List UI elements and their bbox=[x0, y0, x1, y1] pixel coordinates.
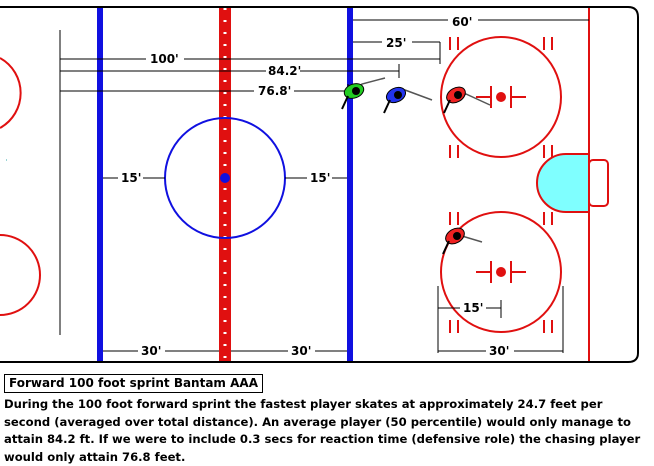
dim-15-faceoff-label: 15' bbox=[463, 301, 483, 315]
player-leg bbox=[341, 95, 349, 110]
faceoff-circle-bottom bbox=[440, 211, 562, 333]
faceoff-dot-bottom bbox=[496, 267, 506, 277]
faceoff-dot-top bbox=[496, 92, 506, 102]
player-leg bbox=[443, 99, 451, 114]
hash-marks-bottom bbox=[449, 212, 553, 333]
rink-boards bbox=[0, 6, 639, 363]
player-helmet bbox=[453, 232, 461, 240]
center-dot bbox=[220, 173, 230, 183]
right-blue-line bbox=[347, 8, 353, 361]
player-leg bbox=[383, 99, 391, 114]
dimension-lines bbox=[59, 19, 589, 353]
red-player-bottom bbox=[442, 227, 483, 255]
player-helmet bbox=[394, 91, 402, 99]
hash-marks-top bbox=[449, 37, 553, 158]
dim-100-label: 100' bbox=[150, 52, 179, 66]
caption-title: Forward 100 foot sprint Bantam AAA bbox=[4, 374, 263, 393]
hockey-rink-diagram: 60' 25' 100' 84.2' 76.8' 15' 15' 15' 30'… bbox=[0, 6, 639, 363]
goal-crease bbox=[536, 153, 590, 213]
blue-player bbox=[383, 86, 433, 114]
dim-30-c-label: 30' bbox=[489, 344, 509, 358]
dim-60-label: 60' bbox=[452, 15, 472, 29]
red-player-top bbox=[443, 86, 491, 114]
green-player bbox=[341, 77, 386, 110]
dim-15-left-label: 15' bbox=[121, 171, 141, 185]
dim-30-b-label: 30' bbox=[291, 344, 311, 358]
left-faceoff-circle-top bbox=[0, 57, 22, 129]
center-red-line bbox=[219, 8, 231, 361]
caption-body: During the 100 foot forward sprint the f… bbox=[4, 397, 641, 464]
dim-15-right-label: 15' bbox=[310, 171, 330, 185]
dim-76-label: 76.8' bbox=[258, 84, 291, 98]
goal-net bbox=[588, 159, 609, 207]
player-leg bbox=[442, 240, 450, 255]
dim-25-label: 25' bbox=[386, 36, 406, 50]
faceoff-circle-top bbox=[440, 36, 562, 158]
dim-84-label: 84.2' bbox=[268, 64, 301, 78]
players bbox=[341, 77, 491, 255]
dim-30-a-label: 30' bbox=[141, 344, 161, 358]
caption: Forward 100 foot sprint Bantam AAA Durin… bbox=[4, 374, 644, 466]
left-blue-line bbox=[97, 8, 103, 361]
player-helmet bbox=[352, 87, 360, 95]
left-faceoff-circle-bottom bbox=[0, 234, 41, 316]
player-helmet bbox=[454, 91, 462, 99]
